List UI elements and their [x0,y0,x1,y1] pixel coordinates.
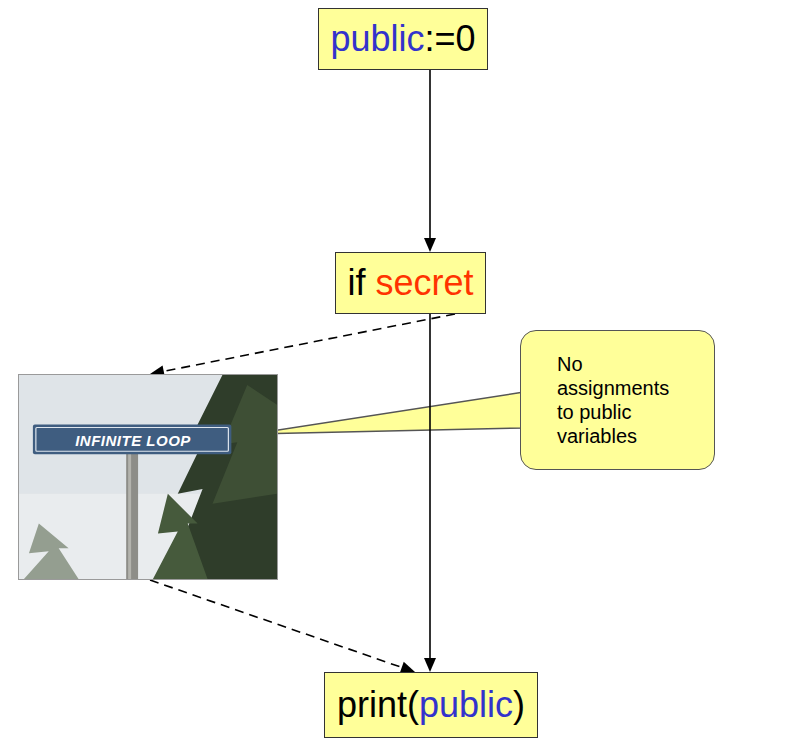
code-text: public:=0 [330,19,475,59]
connector-line [429,70,431,240]
assignment-box: public:=0 [318,8,488,70]
street-photo [19,375,277,579]
keyword: public [419,684,513,725]
dashed-arrow [150,314,455,377]
keyword: public [330,18,424,59]
connector-line [429,314,431,660]
callout-text: No assignments to public variables [557,352,682,448]
condition-box: if secret [335,252,486,314]
callout-tail [252,392,524,434]
sign-text: INFINITE LOOP [75,432,191,449]
dashed-arrow [150,580,415,673]
callout-note: No assignments to public variables [520,330,715,470]
arrowhead [424,238,436,252]
infinite-loop-photo: INFINITE LOOP [18,374,278,580]
callout-body: No assignments to public variables [557,352,682,448]
flow-arrow [424,70,436,252]
connector-line [162,314,455,372]
street-sign: INFINITE LOOP [33,425,233,455]
keyword: secret [375,262,473,303]
arrowhead [424,658,436,672]
connector-line [150,580,404,668]
flow-arrow [424,314,436,672]
code-text: print(public) [337,685,525,725]
code-text: if secret [347,263,473,303]
print-box: print(public) [324,672,538,738]
